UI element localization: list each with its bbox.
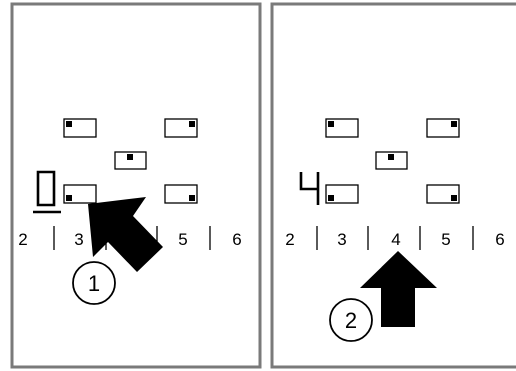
zone-indicator-front-left [325, 184, 359, 204]
zone-indicator-front-right [164, 184, 198, 204]
arrow-up-icon [360, 251, 437, 327]
step-badge-2: 2 [329, 298, 373, 342]
step-number: 2 [345, 308, 357, 333]
power-scale-right: 2 3 4 5 6 [285, 226, 505, 250]
scale-label: 3 [74, 230, 83, 249]
scale-label: 2 [18, 230, 27, 249]
display-digit-right: 4 [0, 0, 320, 205]
zone-indicator-rear-right [164, 118, 198, 138]
zone-indicator-rear-left [63, 118, 97, 138]
zone-indicator-rear-right [426, 118, 460, 138]
step-number: 1 [88, 271, 100, 296]
scale-label: 5 [441, 230, 450, 249]
zone-indicator-front-right [426, 184, 460, 204]
zone-indicator-front-left [63, 184, 97, 204]
zone-indicator-rear-left [325, 118, 359, 138]
scale-label: 6 [232, 230, 241, 249]
scale-label: 5 [178, 230, 187, 249]
panel-left-frame [10, 2, 262, 369]
arrow-diagonal-icon [88, 197, 163, 272]
zone-indicator-center [375, 151, 408, 170]
display-digit-left: 0 [0, 0, 61, 214]
scale-label: 6 [495, 230, 504, 249]
display-digit-right-text: 4 [0, 0, 1, 1]
step-badge-1: 1 [72, 261, 116, 305]
scale-label: 2 [285, 230, 294, 249]
display-digit-left-text: 0 [0, 0, 1, 1]
zone-indicator-center [114, 151, 147, 170]
scale-label: 4 [391, 230, 400, 249]
panel-left: 0 2 3 4 5 6 1 [0, 0, 262, 369]
scale-label: 3 [337, 230, 346, 249]
